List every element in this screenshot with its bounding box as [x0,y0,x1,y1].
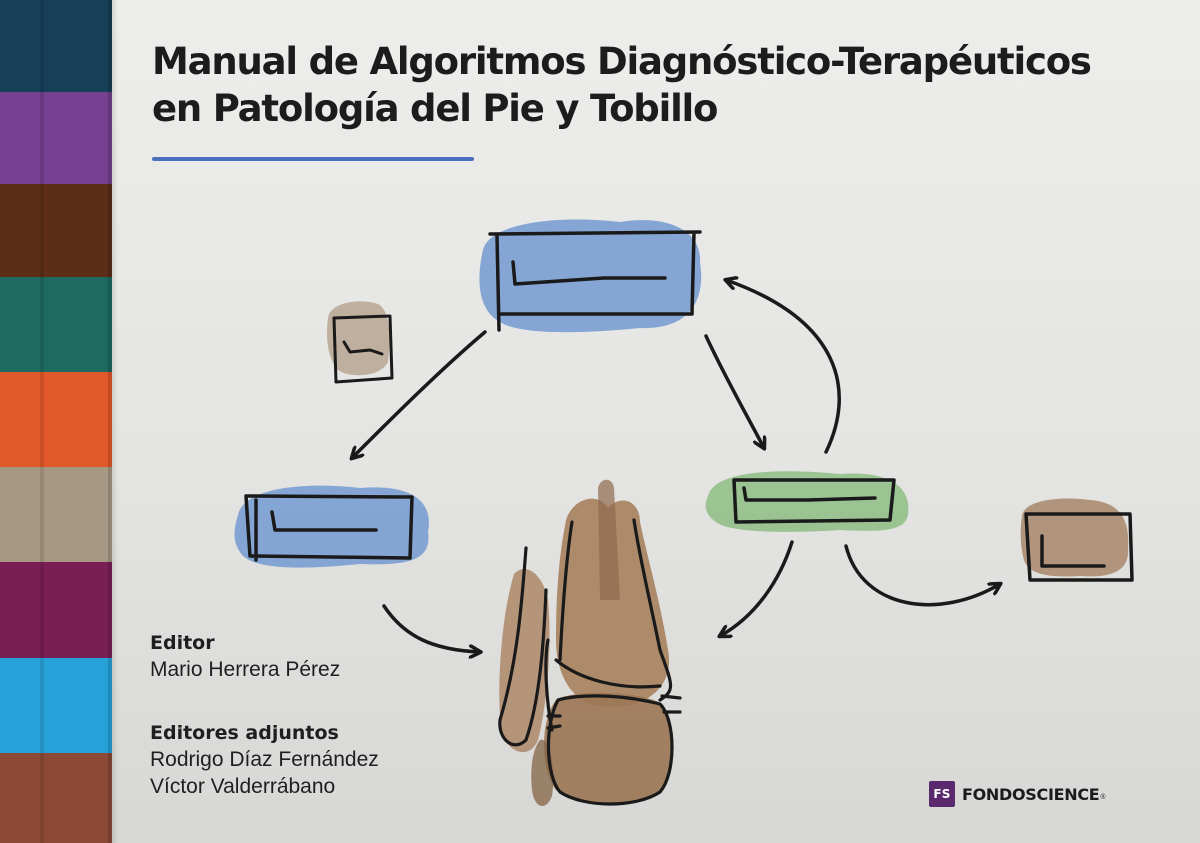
spine-stripe [0,277,112,372]
title-underline [152,157,474,161]
publisher-logo: FS FONDOSCIENCE ® [929,781,1106,807]
book-title-line-1: Manual de Algoritmos Diagnóstico-Terapéu… [152,40,1092,83]
spine-stripe [0,184,112,277]
flowchart-box-icon [1020,498,1134,582]
arrow-icon [382,604,480,652]
assistant-editors-label: Editores adjuntos [150,722,339,744]
arrow-icon [352,330,487,458]
book-title: Manual de Algoritmos Diagnóstico-Terapéu… [152,38,1162,132]
ankle-bone-sketch-icon [498,479,682,807]
arrow-icon [720,540,794,636]
spine-fold [40,0,44,843]
flowchart-box-icon [705,471,909,532]
flowchart-sketch [234,219,1134,807]
book-title-line-2: en Patología del Pie y Tobillo [152,87,718,130]
spine-stripe [0,372,112,467]
editor-label: Editor [150,632,215,654]
assistant-editors-block: Editores adjuntos Rodrigo Díaz Fernández… [150,720,379,800]
assistant-editor-name: Víctor Valderrábano [150,775,336,798]
spine-stripe [0,753,112,843]
editor-name: Mario Herrera Pérez [150,658,341,681]
flowchart-box-icon [327,301,394,384]
spine-stripe [0,0,112,92]
spine-stripe [0,92,112,184]
spine-color-stripes [0,0,118,843]
spine-stripe [0,658,112,753]
spine-stripe [0,562,112,658]
flowchart-box-icon [234,485,429,568]
flowchart-box-icon [479,219,702,333]
publisher-name: FONDOSCIENCE [962,784,1100,804]
arrow-icon [726,280,841,454]
spine-shadow [108,0,118,843]
arrow-icon [844,544,1000,607]
assistant-editor-name: Rodrigo Díaz Fernández [150,748,379,771]
spine-stripe [0,467,112,562]
editor-block: Editor Mario Herrera Pérez [150,630,340,683]
arrow-icon [704,334,764,448]
publisher-logo-icon: FS [929,781,955,807]
registered-mark: ® [1100,793,1106,801]
